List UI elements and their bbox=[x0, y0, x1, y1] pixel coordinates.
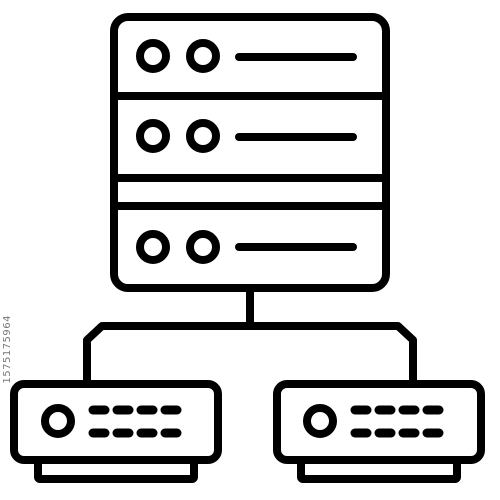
status-light-icon bbox=[136, 119, 170, 153]
network-device-right bbox=[273, 380, 485, 483]
port-indicators bbox=[88, 405, 182, 438]
network-connection-lines bbox=[83, 284, 417, 388]
device-base bbox=[34, 456, 198, 483]
status-light-icon bbox=[186, 119, 220, 153]
server-unit-bottom bbox=[136, 230, 357, 264]
branch-line-right bbox=[246, 322, 417, 388]
port-indicators bbox=[350, 405, 444, 438]
status-light-icon bbox=[136, 39, 170, 73]
server-unit-middle bbox=[136, 119, 357, 153]
device-base bbox=[297, 456, 461, 483]
status-light-icon bbox=[186, 230, 220, 264]
power-light-icon bbox=[41, 404, 75, 438]
server-unit-top bbox=[136, 39, 357, 73]
status-light-icon bbox=[186, 39, 220, 73]
watermark-id: 1575175964 bbox=[2, 315, 13, 384]
power-light-icon bbox=[303, 404, 337, 438]
branch-line-left bbox=[83, 322, 254, 388]
status-light-icon bbox=[136, 230, 170, 264]
network-device-left bbox=[10, 380, 222, 483]
